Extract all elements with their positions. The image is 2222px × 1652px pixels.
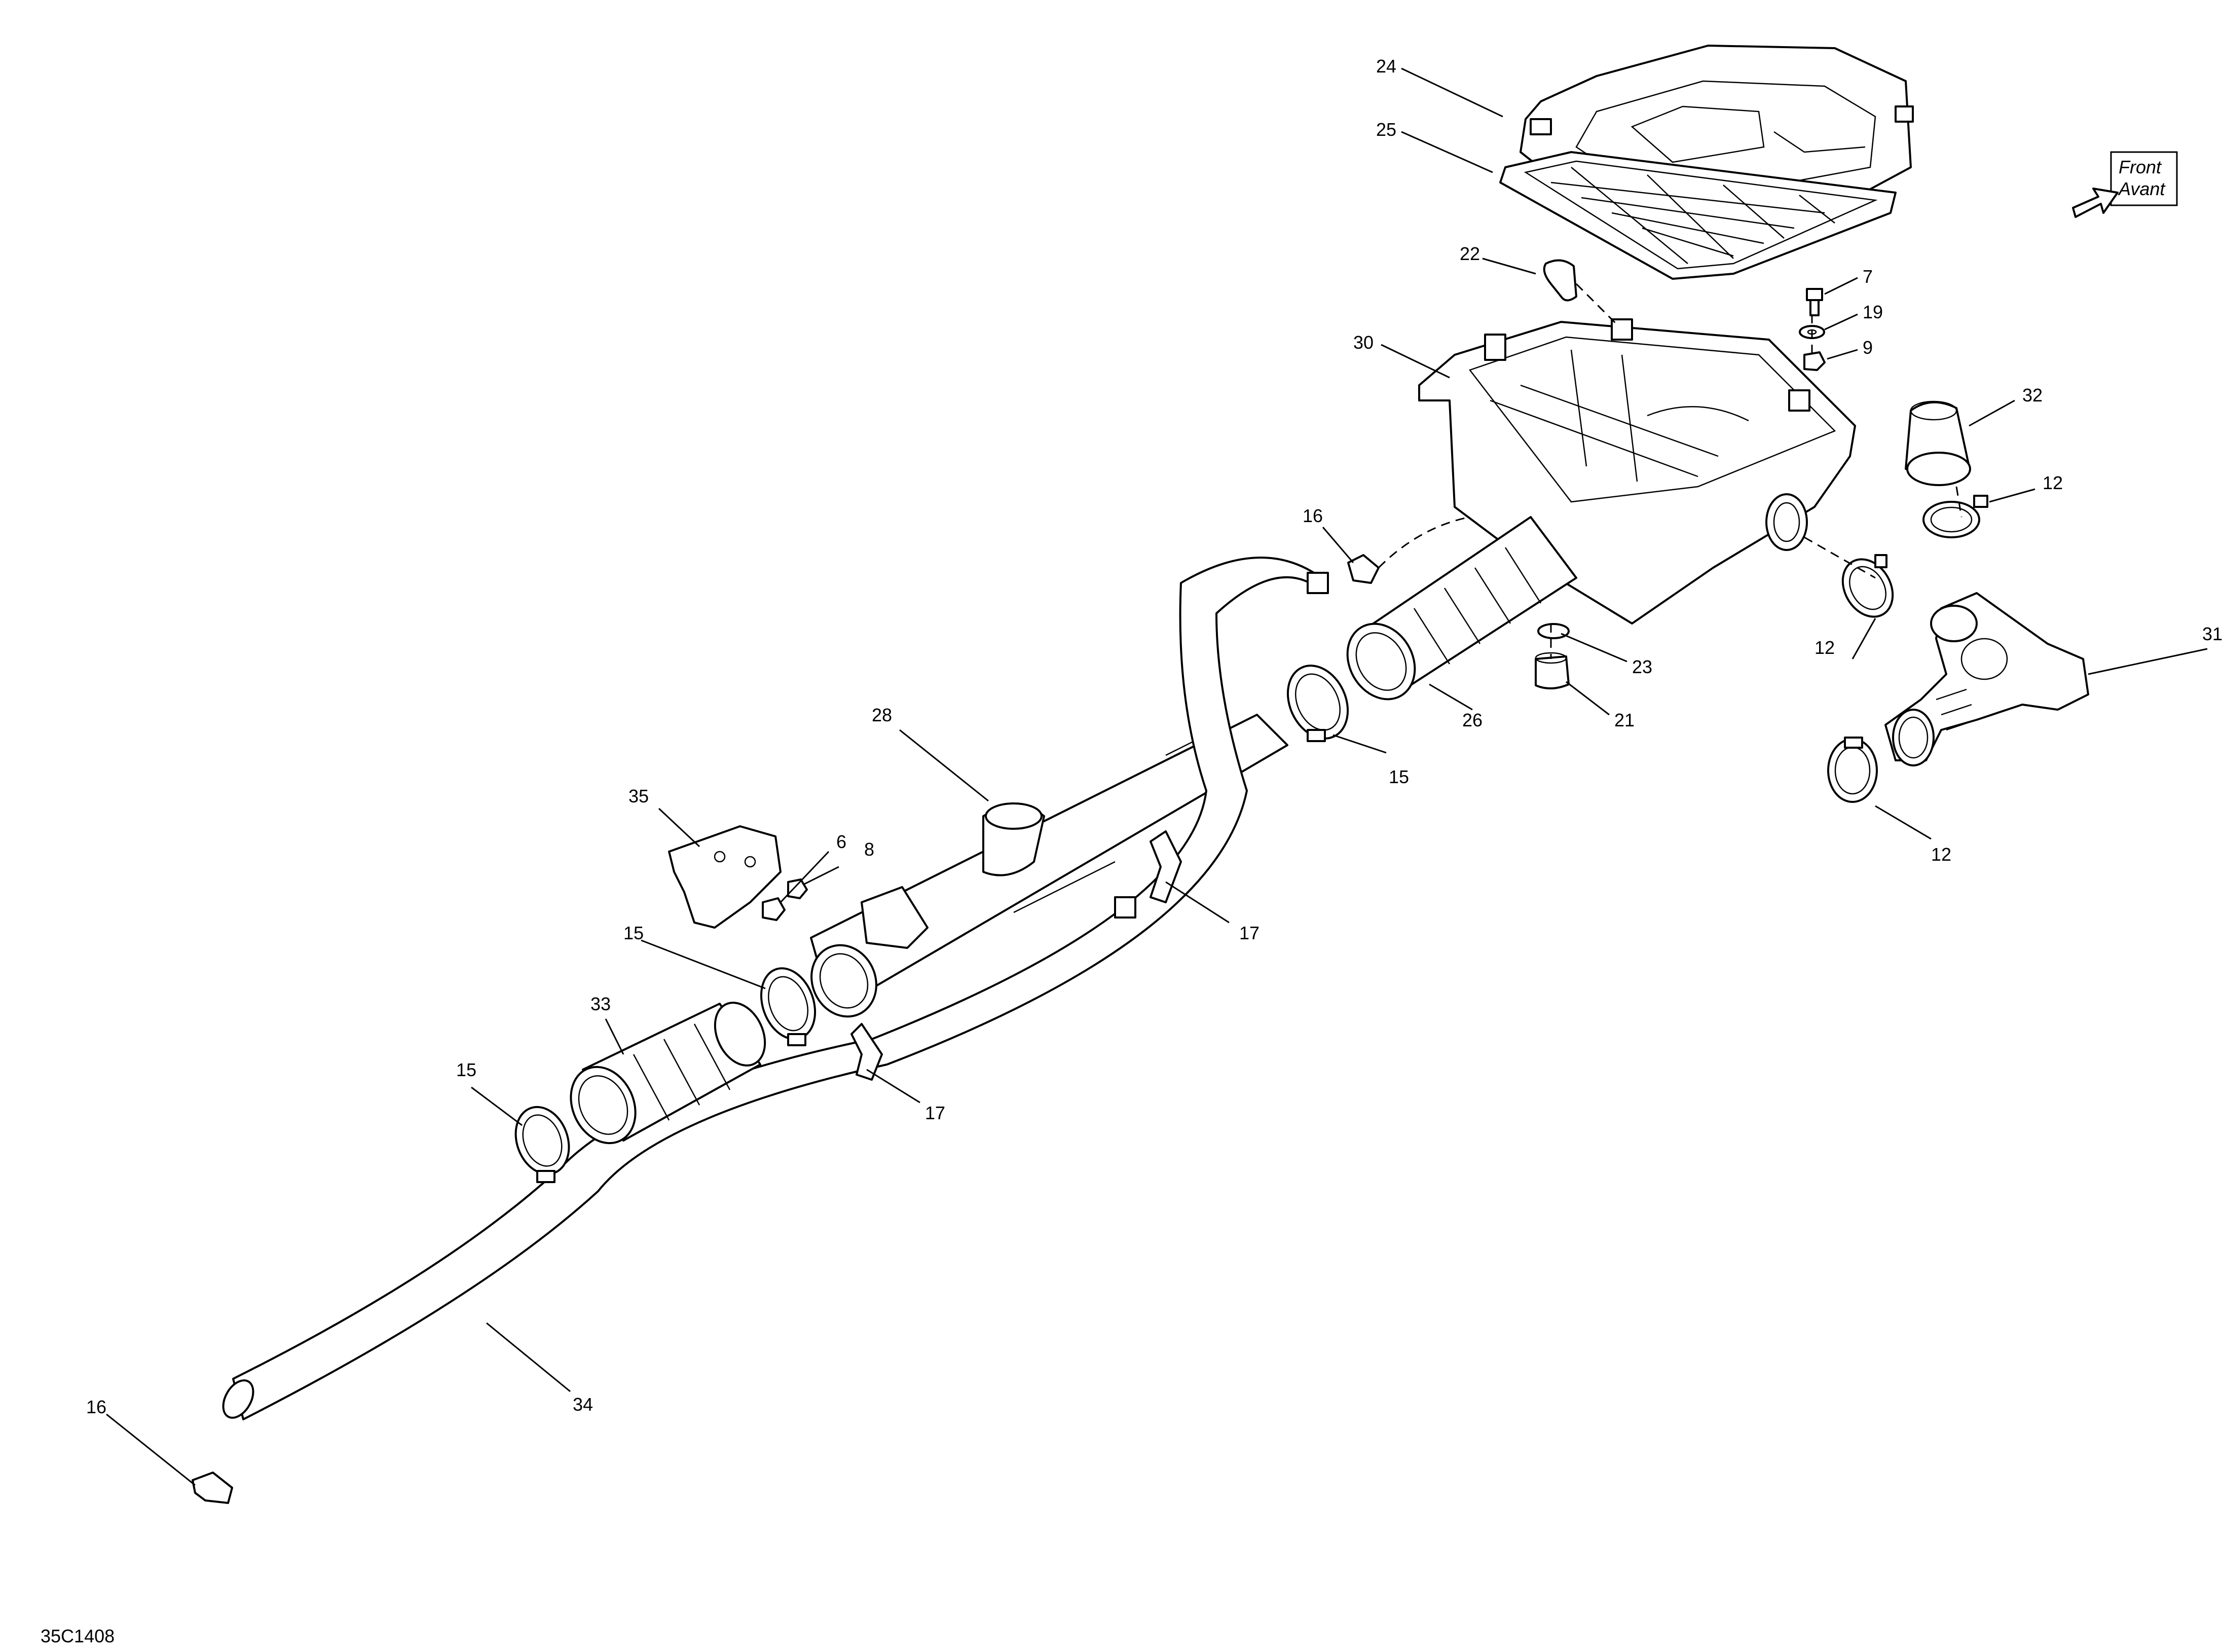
callout-7: 7 <box>1863 266 1873 287</box>
part-15-clamp-c <box>514 1106 570 1183</box>
callout-25: 25 <box>1376 119 1396 140</box>
callout-31: 31 <box>2202 623 2222 644</box>
callout-12-a: 12 <box>2043 472 2063 493</box>
callout-21: 21 <box>1614 710 1635 730</box>
part-31-elbow-duct <box>1884 592 2089 766</box>
part-26-intake-hose <box>1346 516 1577 701</box>
part-12-clamp-a <box>1922 495 1988 538</box>
callout-15-c: 15 <box>456 1059 476 1080</box>
callout-32: 32 <box>2022 385 2043 406</box>
callout-12-c: 12 <box>1931 844 1951 865</box>
front-label-fr: Avant <box>2118 178 2166 199</box>
callout-8: 8 <box>864 839 874 860</box>
part-15-clamp-a <box>1286 665 1349 742</box>
callout-16-upper: 16 <box>1303 505 1323 526</box>
part-9-nut <box>1803 351 1826 371</box>
part-8-nut <box>787 878 808 899</box>
leader-lines <box>106 67 2208 1486</box>
callout-labels: 24 25 22 7 19 9 30 32 12 16 12 31 23 21 … <box>86 56 2222 1417</box>
part-33-corrugated-hose <box>570 1002 766 1145</box>
callout-24: 24 <box>1376 56 1396 77</box>
assembly-guide-lines <box>1378 283 1962 659</box>
part-16-clip-lower <box>192 1472 233 1504</box>
callout-30: 30 <box>1353 332 1374 353</box>
part-23-clamp <box>1537 623 1570 639</box>
callout-35: 35 <box>628 786 649 806</box>
callout-6: 6 <box>836 831 846 852</box>
callout-9: 9 <box>1863 337 1873 358</box>
callout-12-b: 12 <box>1814 637 1835 658</box>
diagram-code: 35C1408 <box>41 1626 115 1646</box>
callout-16-lower: 16 <box>86 1397 106 1417</box>
part-16-clip-upper <box>1347 554 1380 584</box>
part-17-bracket-upper <box>1114 830 1182 919</box>
callout-22: 22 <box>1460 243 1480 264</box>
part-15-clamp-b <box>760 967 817 1046</box>
callout-15-a: 15 <box>1389 766 1409 787</box>
part-34-hose <box>222 557 1329 1420</box>
part-12-clamp-c <box>1827 737 1878 803</box>
callout-28: 28 <box>872 705 892 725</box>
part-22-clip <box>1543 259 1577 302</box>
callout-19: 19 <box>1863 302 1883 322</box>
front-arrow-icon <box>2072 188 2119 218</box>
part-25-air-filter <box>1499 151 1897 280</box>
callout-17-upper: 17 <box>1239 923 1260 943</box>
part-17-bracket-lower <box>850 1023 883 1081</box>
part-35-mount-bracket <box>668 825 782 929</box>
callout-15-b: 15 <box>623 923 644 943</box>
callout-26: 26 <box>1462 710 1483 730</box>
part-6-nut <box>762 897 786 921</box>
part-28-intake-tube <box>810 714 1288 1018</box>
part-32-cap <box>1905 400 1971 486</box>
part-21-drain-cap <box>1535 652 1570 690</box>
callout-34: 34 <box>573 1394 593 1415</box>
callout-17-lower: 17 <box>925 1103 945 1123</box>
part-12-clamp-b <box>1841 554 1894 618</box>
callout-33: 33 <box>590 994 611 1014</box>
callout-23: 23 <box>1632 656 1652 677</box>
front-label-en: Front <box>2119 157 2162 177</box>
front-orientation-indicator: Front Avant <box>2072 151 2178 218</box>
front-label-box <box>2110 151 2178 206</box>
part-7-screw <box>1806 288 1823 316</box>
